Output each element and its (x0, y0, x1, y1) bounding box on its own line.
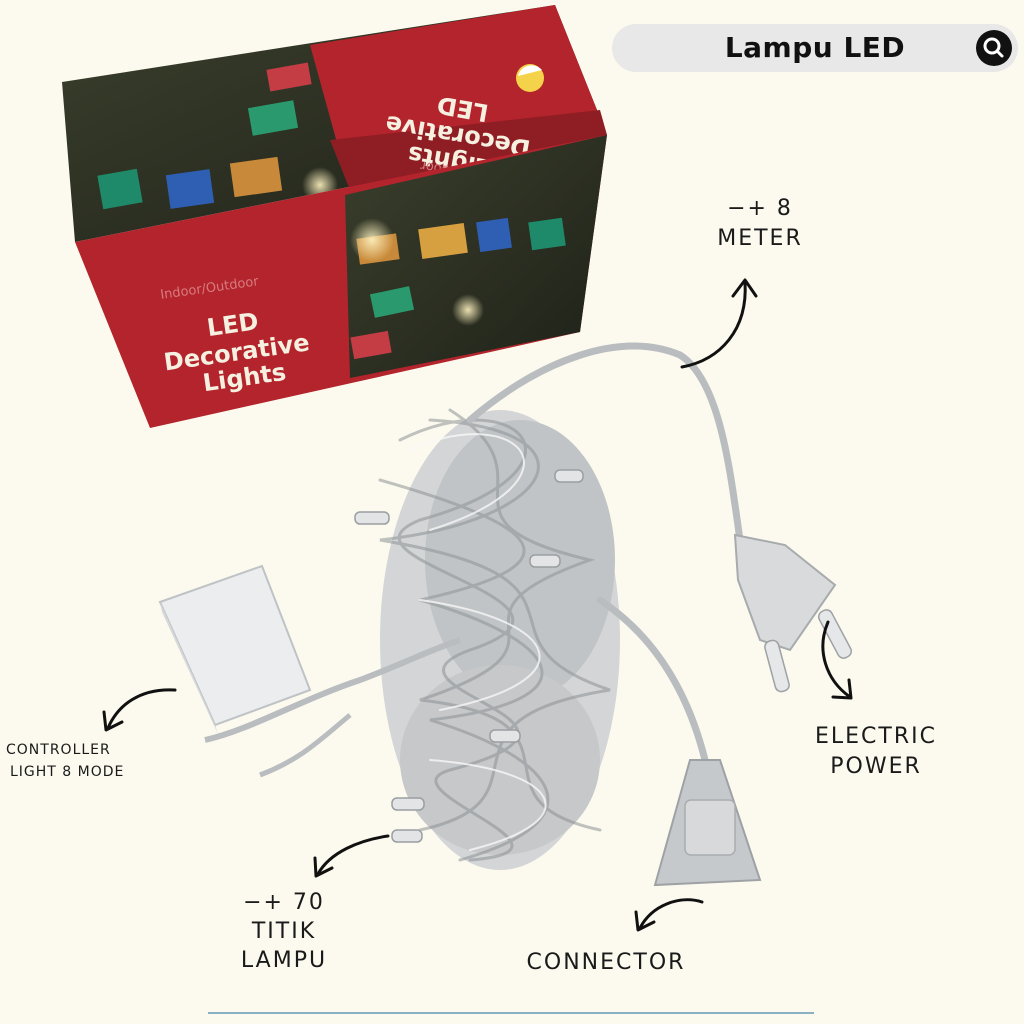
points-label: −+ 70 TITIK LAMPU (222, 888, 346, 975)
connector-label: CONNECTOR (500, 948, 712, 978)
bottom-divider (208, 1012, 814, 1014)
controller-label: CONTROLLER LIGHT 8 MODE (6, 739, 162, 783)
length-value: −+ 8 (727, 196, 793, 221)
controller-line2: LIGHT 8 MODE (10, 764, 125, 780)
power-line1: ELECTRIC (815, 724, 937, 749)
search-bar[interactable]: Lampu LED (612, 24, 1018, 72)
connector-text: CONNECTOR (526, 950, 686, 975)
length-label: −+ 8 METER (700, 194, 820, 254)
box-top-face (62, 5, 607, 242)
controller-line1: CONTROLLER (6, 742, 111, 758)
search-title: Lampu LED (724, 31, 906, 64)
cable-bundle (354, 408, 620, 870)
arrow-points (313, 834, 390, 878)
power-line2: POWER (830, 754, 922, 779)
points-line1: −+ 70 (243, 890, 325, 915)
arrow-length (680, 278, 758, 369)
search-icon[interactable] (976, 30, 1012, 66)
controller-box (158, 564, 461, 778)
power-cable (466, 342, 744, 764)
plug-icon (733, 533, 853, 693)
length-unit: METER (717, 226, 803, 251)
points-line2: TITIK (251, 919, 317, 944)
box-front-face (75, 135, 607, 428)
arrow-power (821, 620, 853, 700)
connector-socket (653, 759, 762, 887)
arrow-connector (634, 898, 704, 932)
power-label: ELECTRIC POWER (790, 722, 962, 782)
points-line3: LAMPU (240, 948, 328, 973)
arrow-controller (102, 688, 177, 732)
